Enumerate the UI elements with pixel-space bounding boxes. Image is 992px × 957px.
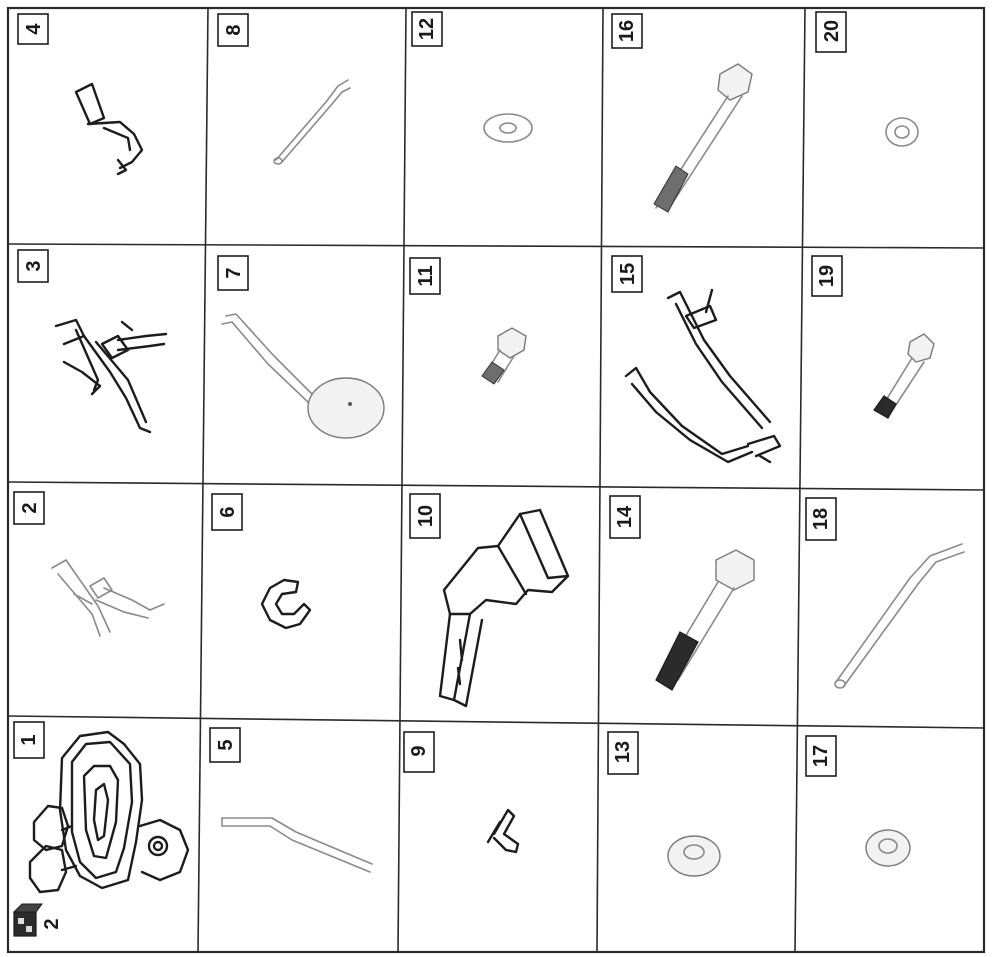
part-cell-7[interactable]: 7 — [210, 248, 402, 482]
part-number: 14 — [614, 505, 636, 528]
part-cell-2[interactable]: 2 — [10, 484, 204, 714]
part-number: 9 — [408, 745, 430, 756]
part-number: 6 — [217, 506, 239, 517]
part-cell-15[interactable]: 15 — [603, 248, 801, 486]
part-cell-10[interactable]: 10 — [404, 488, 600, 722]
part-number: 20 — [821, 20, 843, 42]
part-number: 11 — [415, 265, 437, 286]
part-number: 3 — [23, 260, 45, 271]
part-number: 8 — [223, 24, 245, 35]
part-number: 16 — [616, 20, 638, 42]
part-cell-4[interactable]: 4 — [10, 10, 206, 242]
part-cell-17[interactable]: 17 — [797, 730, 982, 952]
part-cell-12[interactable]: 12 — [408, 10, 601, 242]
part-cell-16[interactable]: 16 — [605, 10, 803, 244]
part-number: 12 — [416, 18, 438, 40]
nut-icon — [866, 830, 910, 866]
nut-icon — [668, 836, 720, 876]
part-cell-20[interactable]: 20 — [807, 10, 982, 246]
part-cell-9[interactable]: 9 — [398, 724, 595, 952]
part-cell-18[interactable]: 18 — [799, 492, 982, 726]
part-number: 17 — [810, 745, 832, 767]
part-cell-5[interactable]: 5 — [200, 720, 396, 952]
part-number: 1 — [18, 734, 40, 745]
part-cell-14[interactable]: 14 — [601, 490, 797, 724]
part-number: 18 — [810, 508, 832, 530]
part-cell-11[interactable]: 11 — [406, 248, 599, 484]
part-number: 7 — [223, 267, 245, 278]
part-cell-1[interactable]: 1 2 — [10, 718, 196, 950]
part-cell-3[interactable]: 3 — [10, 246, 206, 480]
part-number: 2 — [19, 502, 41, 513]
part-cell-13[interactable]: 13 — [599, 726, 795, 952]
part-cell-6[interactable]: 6 — [206, 486, 402, 718]
part-cell-8[interactable]: 8 — [210, 10, 404, 242]
box-quantity: 2 — [41, 918, 63, 929]
part-number: 5 — [215, 739, 237, 750]
part-number: 19 — [816, 265, 838, 287]
part-cell-19[interactable]: 19 — [803, 250, 982, 488]
part-number: 4 — [23, 23, 45, 35]
part-number: 10 — [415, 505, 437, 527]
part-number: 13 — [612, 741, 634, 763]
part-number: 15 — [617, 263, 639, 285]
